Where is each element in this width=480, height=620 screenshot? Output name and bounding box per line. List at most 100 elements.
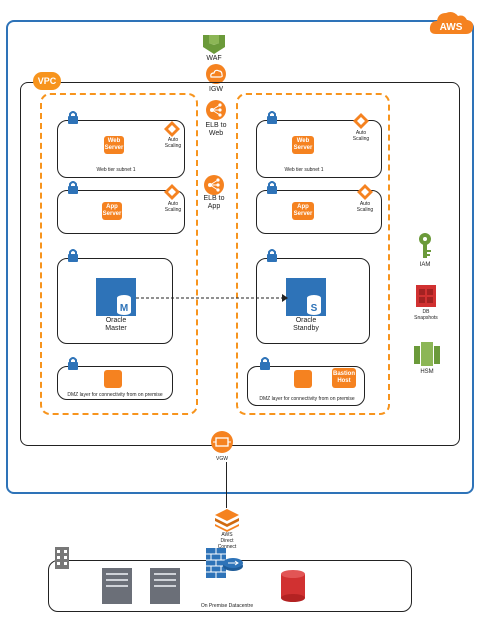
lock-icon bbox=[267, 111, 277, 124]
ras-l1: Auto bbox=[355, 130, 367, 136]
autoscaling-icon bbox=[357, 184, 373, 200]
right-dmz-label: DMZ layer for connectivity from on premi… bbox=[259, 396, 355, 402]
rds-icon: S bbox=[286, 278, 326, 316]
lock-icon bbox=[68, 111, 78, 124]
rds-master-letter: M bbox=[120, 303, 128, 314]
bastion-l2: Host bbox=[337, 378, 351, 384]
server-icon bbox=[150, 568, 180, 604]
firewall-icon bbox=[206, 548, 226, 578]
connection-line bbox=[226, 462, 227, 508]
hsm-icon bbox=[414, 342, 440, 366]
elb-app-icon bbox=[204, 175, 224, 195]
vpc-badge: VPC bbox=[33, 72, 61, 90]
availability-zone-left bbox=[40, 93, 198, 415]
iam-label: IAM bbox=[419, 262, 431, 268]
onprem-label: On Premise Datacentre bbox=[200, 603, 254, 609]
snap-l1: DB bbox=[422, 309, 430, 315]
left-web-subnet-label: Web tier subnet 1 bbox=[96, 167, 136, 173]
elb-web-icon bbox=[206, 100, 226, 120]
autoscaling-icon bbox=[164, 121, 180, 137]
left-app-server-l2: Server bbox=[102, 211, 122, 217]
right-web-subnet-label: Web tier subnet 1 bbox=[284, 167, 324, 173]
aws-cloud-boundary bbox=[6, 20, 474, 494]
right-web-server-l2: Server bbox=[293, 145, 313, 151]
dc-l2: Direct bbox=[220, 538, 234, 544]
vgw-label: VGW bbox=[216, 456, 228, 462]
replication-arrow bbox=[136, 294, 288, 302]
bastion-l1: Bastion bbox=[332, 371, 355, 377]
ras2-l2: Scaling bbox=[356, 207, 374, 213]
elb-web-label: ELB to Web bbox=[196, 122, 236, 138]
lock-icon bbox=[68, 181, 78, 194]
left-app-server-l1: App bbox=[106, 204, 118, 210]
waf-icon bbox=[203, 35, 225, 54]
right-db-l1: Oracle bbox=[295, 317, 317, 324]
vgw-icon bbox=[211, 431, 233, 453]
right-db-l2: Standby bbox=[293, 325, 319, 332]
aws-cloud-badge: AWS bbox=[429, 12, 474, 34]
lock-icon bbox=[68, 357, 78, 370]
elb-web-line1: ELB to bbox=[205, 122, 227, 129]
dc-l3: Connect bbox=[217, 544, 237, 550]
right-app-server-l1: App bbox=[297, 204, 309, 210]
igw-label: IGW bbox=[209, 86, 223, 93]
left-db-l2: Master bbox=[105, 325, 127, 332]
snapshot-icon bbox=[416, 285, 436, 307]
router-icon bbox=[223, 558, 243, 571]
building-icon bbox=[55, 547, 69, 569]
server-icon bbox=[102, 568, 132, 604]
elb-app-line1: ELB to bbox=[203, 195, 225, 202]
elb-app-line2: App bbox=[207, 203, 221, 210]
dc-l1: AWS bbox=[221, 532, 233, 538]
hsm-label: HSM bbox=[420, 369, 434, 375]
rds-icon: M bbox=[96, 278, 136, 316]
as-l2: Scaling bbox=[164, 143, 182, 149]
igw-icon bbox=[206, 64, 226, 84]
right-app-server-l2: Server bbox=[293, 211, 313, 217]
right-web-server-l1: Web bbox=[296, 138, 310, 144]
elb-web-line2: Web bbox=[208, 130, 224, 137]
left-web-server-l1: Web bbox=[107, 138, 121, 144]
left-db-l1: Oracle bbox=[105, 317, 127, 324]
right-web-subnet bbox=[256, 120, 382, 178]
lock-icon bbox=[267, 249, 277, 262]
autoscaling-icon bbox=[164, 184, 180, 200]
vpc-boundary bbox=[20, 82, 460, 446]
aws-badge-label: AWS bbox=[440, 22, 463, 33]
waf-label: WAF bbox=[206, 55, 222, 62]
ras2-l1: Auto bbox=[359, 201, 371, 207]
left-dmz-label: DMZ layer for connectivity from on premi… bbox=[67, 392, 163, 398]
elb-app-label: ELB to App bbox=[194, 195, 234, 211]
snap-l2: Snapshots bbox=[414, 315, 438, 321]
as-l1: Auto bbox=[167, 137, 179, 143]
database-icon bbox=[281, 570, 305, 602]
direct-connect-icon bbox=[215, 509, 239, 532]
autoscaling-icon bbox=[353, 113, 369, 129]
iam-icon bbox=[419, 233, 431, 258]
left-dmz-instance bbox=[104, 370, 122, 388]
right-app-subnet bbox=[256, 190, 382, 234]
availability-zone-right bbox=[236, 93, 390, 415]
rds-standby-letter: S bbox=[311, 303, 318, 314]
lock-icon bbox=[68, 249, 78, 262]
as2-l2: Scaling bbox=[164, 207, 182, 213]
left-web-server-l2: Server bbox=[104, 145, 124, 151]
lock-icon bbox=[260, 357, 270, 370]
ras-l2: Scaling bbox=[352, 136, 370, 142]
direct-connect-label: AWS Direct Connect bbox=[210, 532, 244, 550]
as2-l1: Auto bbox=[167, 201, 179, 207]
right-dmz-instance bbox=[294, 370, 312, 388]
lock-icon bbox=[267, 181, 277, 194]
